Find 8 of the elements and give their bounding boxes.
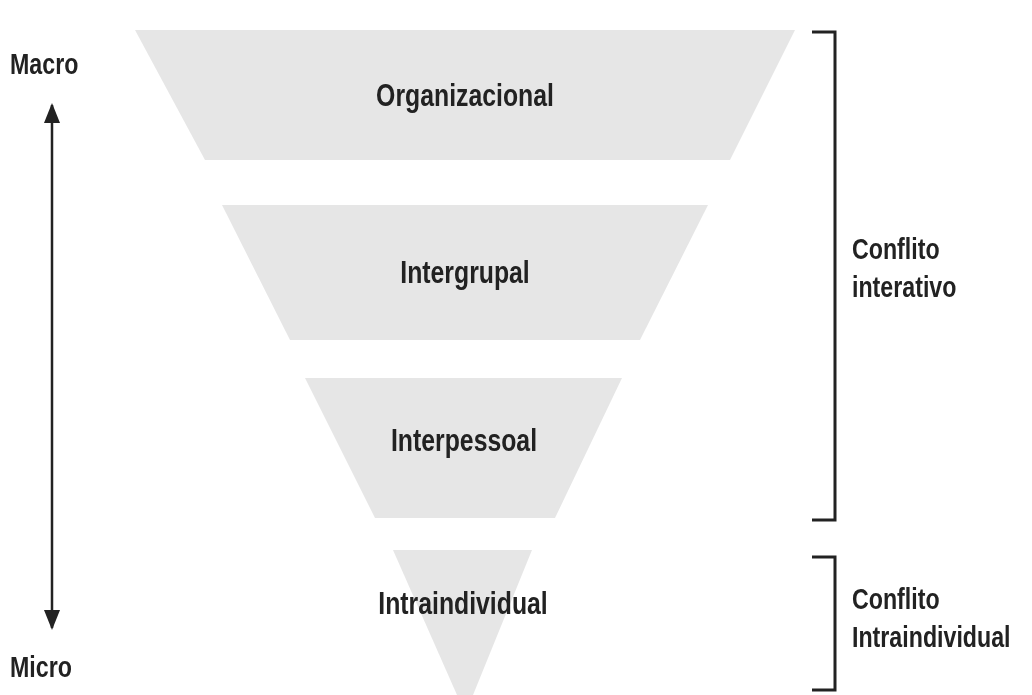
level-label: Intergrupal	[400, 255, 530, 291]
bracket-label: Conflito Intraindividual	[852, 582, 1012, 655]
bracket-label: Conflito interativo	[852, 232, 958, 305]
scale-label: Macro	[10, 47, 79, 82]
scale-label: Micro	[10, 650, 72, 685]
level-label: Intraindividual	[377, 586, 548, 622]
level-label: Organizacional	[376, 78, 554, 114]
level-label: Interpessoal	[390, 423, 537, 459]
